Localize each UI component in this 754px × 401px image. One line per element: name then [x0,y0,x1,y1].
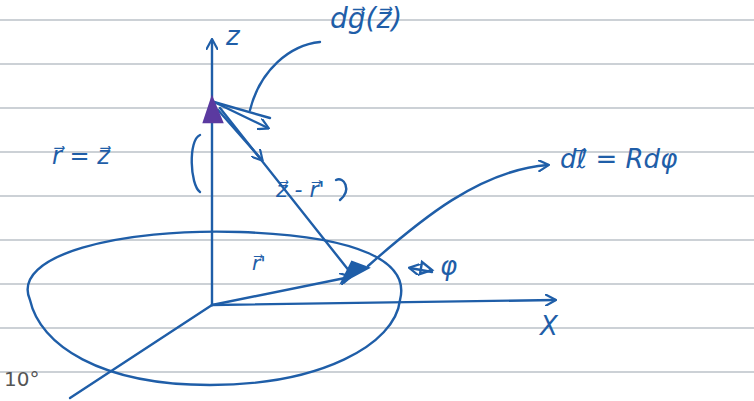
vector-label: z⃗ - r⃗' [276,178,325,202]
ruled-lines [0,20,754,372]
vector-label: r⃗' [252,252,266,274]
vector-label: dg⃗(z⃗) [330,4,402,35]
watermark: 10° [4,368,39,390]
axis-label: X [540,312,558,341]
vector-label: r⃗ = z⃗ [52,143,110,169]
angle-label: φ [440,252,457,281]
vector-label: dℓ⃗ = Rdφ [560,145,677,174]
ink-drawing [28,40,555,398]
axis-label: z [226,22,240,51]
